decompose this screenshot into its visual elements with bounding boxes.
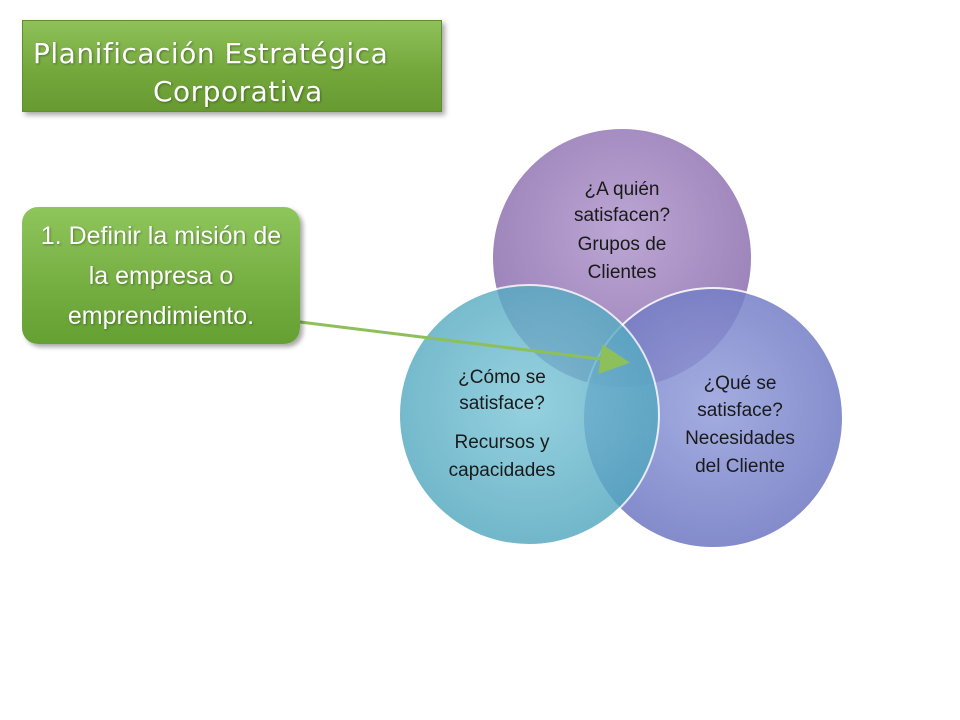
right-label-line-3: Necesidades bbox=[685, 428, 795, 449]
top-label-line-2: satisfacen? bbox=[574, 205, 670, 226]
mission-note: 1. Definir la misión de la empresa o emp… bbox=[22, 207, 300, 344]
venn-circle-left bbox=[398, 284, 660, 546]
top-label-line-1: ¿A quién bbox=[585, 179, 660, 200]
top-label-line-4: Clientes bbox=[588, 262, 657, 283]
left-label-line-1: ¿Cómo se bbox=[458, 367, 546, 388]
title-banner: Planificación Estratégica Corporativa bbox=[22, 20, 442, 112]
mission-note-text: 1. Definir la misión de la empresa o emp… bbox=[40, 221, 282, 330]
connector-arrow bbox=[299, 320, 630, 374]
left-label-line-3: Recursos y bbox=[454, 432, 550, 453]
right-label-line-2: satisface? bbox=[697, 400, 783, 421]
right-label-line-1: ¿Qué se bbox=[704, 373, 777, 394]
top-label-line-3: Grupos de bbox=[578, 234, 667, 255]
left-label-line-4: capacidades bbox=[449, 460, 556, 481]
right-label-line-4: del Cliente bbox=[695, 456, 785, 477]
title-line-1: Planificación Estratégica bbox=[33, 37, 389, 70]
left-label-line-2: satisface? bbox=[459, 393, 545, 414]
title-line-2: Corporativa bbox=[153, 75, 323, 108]
